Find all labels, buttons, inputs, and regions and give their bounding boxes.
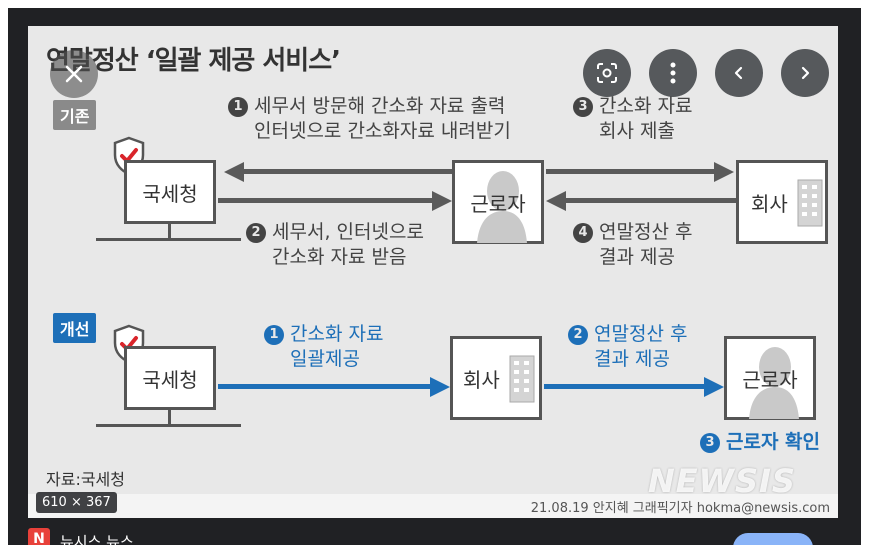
old-step4-text-a: 연말정산 후 — [599, 221, 693, 243]
old-arrow-result — [564, 198, 736, 203]
chevron-left-icon — [734, 66, 743, 80]
monitor-desk-line — [96, 424, 241, 427]
lens-icon — [597, 63, 617, 83]
old-step4-caption: 4 연말정산 후 결과 제공 — [573, 220, 692, 269]
arrow-head-right — [714, 162, 734, 182]
newsis-watermark: NEWSIS — [648, 462, 796, 500]
new-step2-text-a: 연말정산 후 — [594, 323, 688, 345]
old-step3-text-b: 회사 제출 — [599, 119, 675, 142]
old-step3-caption: 3 간소화 자료 회사 제출 — [573, 94, 692, 143]
more-options-button[interactable] — [649, 49, 697, 97]
person-silhouette-icon — [749, 347, 799, 419]
old-arrow-submit — [546, 169, 714, 174]
chevron-right-icon — [801, 66, 810, 80]
arrow-head-right — [430, 377, 450, 397]
source-note: 자료:국세청 — [46, 470, 125, 489]
close-button[interactable] — [50, 50, 98, 98]
source-site-link[interactable]: 뉴시스 뉴스 — [60, 533, 134, 545]
old-company-box: 회사 — [736, 160, 828, 244]
new-company-box: 회사 — [450, 336, 542, 420]
graphic-credit: 21.08.19 안지혜 그래픽기자 hokma@newsis.com — [530, 501, 830, 516]
person-silhouette-icon — [477, 171, 527, 243]
step-number-badge: 4 — [573, 223, 593, 243]
lens-search-button[interactable] — [583, 49, 631, 97]
new-worker-box: 근로자 — [724, 336, 816, 420]
new-arrow-result — [544, 384, 704, 389]
next-image-button[interactable] — [781, 49, 829, 97]
new-nts-label: 국세청 — [142, 367, 198, 392]
old-step2-caption: 2 세무서, 인터넷으로 간소화 자료 받음 — [246, 220, 424, 269]
old-company-label: 회사 — [751, 191, 788, 216]
old-step1-text-b: 인터넷으로 간소화자료 내려받기 — [254, 119, 511, 142]
more-vert-icon — [670, 62, 676, 84]
step-number-badge: 3 — [573, 97, 593, 117]
old-arrow-receive — [218, 198, 434, 203]
arrow-head-left — [546, 191, 566, 211]
step-number-badge: 2 — [246, 223, 266, 243]
close-icon — [65, 65, 83, 83]
old-step2-text-a: 세무서, 인터넷으로 — [272, 221, 424, 243]
monitor-stand — [168, 224, 171, 238]
new-step1-text-b: 일괄제공 — [290, 347, 360, 370]
new-nts-monitor: 국세청 — [124, 346, 216, 410]
old-step4-text-b: 결과 제공 — [599, 245, 675, 268]
arrow-head-right — [432, 191, 452, 211]
monitor-desk-line — [96, 238, 241, 241]
visit-button[interactable] — [733, 533, 813, 545]
step-number-badge: 1 — [264, 325, 284, 345]
new-company-label: 회사 — [463, 367, 500, 392]
arrow-head-left — [224, 162, 244, 182]
credit-strip — [28, 494, 838, 518]
new-arrow-bulk-provide — [218, 384, 430, 389]
old-worker-label: 근로자 — [470, 191, 526, 216]
new-step2-caption: 2 연말정산 후 결과 제공 — [568, 322, 687, 371]
new-step1-caption: 1 간소화 자료 일괄제공 — [264, 322, 383, 371]
old-step3-text-a: 간소화 자료 — [599, 95, 693, 117]
step-number-badge: 2 — [568, 325, 588, 345]
old-worker-box: 근로자 — [452, 160, 544, 244]
monitor-stand — [168, 410, 171, 424]
previous-image-button[interactable] — [715, 49, 763, 97]
old-step1-text-a: 세무서 방문해 간소화 자료 출력 — [254, 95, 506, 117]
old-step1-caption: 1 세무서 방문해 간소화 자료 출력 인터넷으로 간소화자료 내려받기 — [228, 94, 511, 143]
old-step2-text-b: 간소화 자료 받음 — [272, 245, 407, 268]
new-section-tag: 개선 — [53, 313, 97, 343]
old-section-tag: 기존 — [53, 100, 97, 130]
source-bar: N 뉴시스 뉴스 — [8, 523, 861, 545]
new-step1-text-a: 간소화 자료 — [290, 323, 384, 345]
new-step3-caption: 3 근로자 확인 — [700, 430, 820, 455]
old-nts-monitor: 국세청 — [124, 160, 216, 224]
step-number-badge: 1 — [228, 97, 248, 117]
building-icon — [509, 355, 535, 403]
new-step3-text: 근로자 확인 — [726, 431, 821, 453]
new-worker-label: 근로자 — [742, 367, 798, 392]
old-nts-label: 국세청 — [142, 181, 198, 206]
arrow-head-right — [704, 377, 724, 397]
source-favicon-icon: N — [28, 528, 50, 545]
step-number-badge: 3 — [700, 433, 720, 453]
image-dimensions-badge: 610 × 367 — [36, 492, 117, 513]
new-step2-text-b: 결과 제공 — [594, 347, 670, 370]
old-arrow-download — [242, 169, 452, 174]
building-icon — [797, 179, 823, 227]
